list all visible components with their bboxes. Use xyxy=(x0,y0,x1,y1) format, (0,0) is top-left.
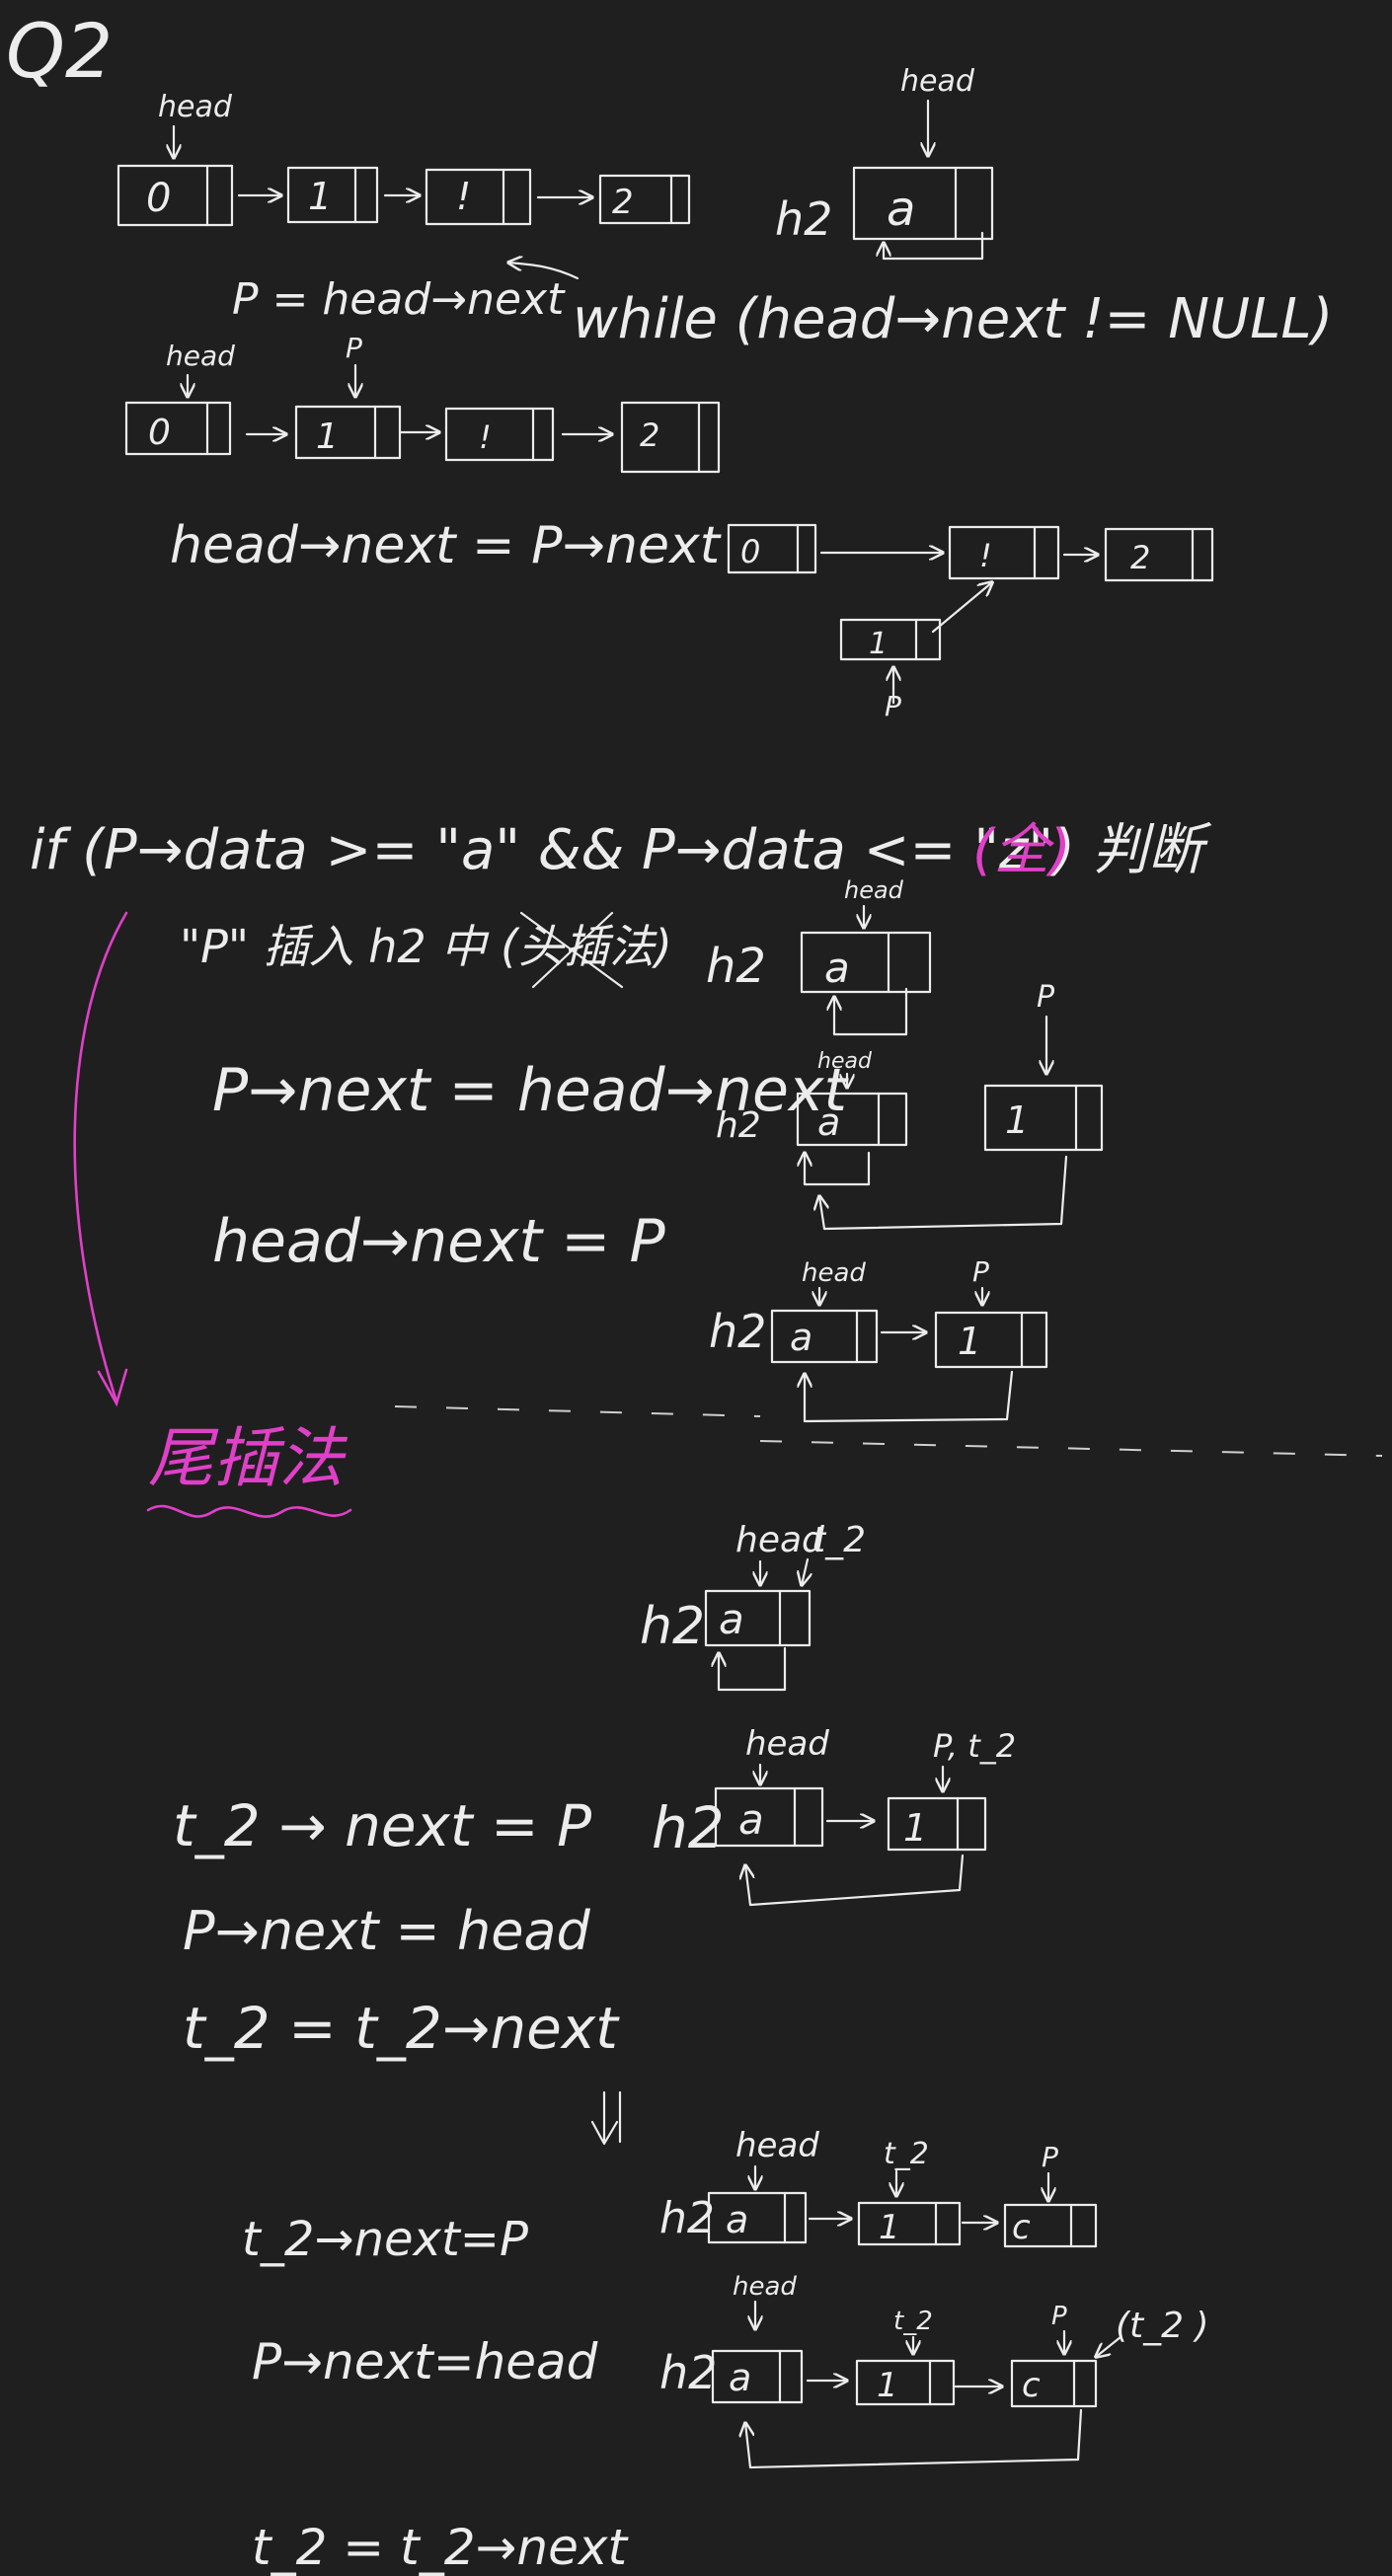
head-label: head xyxy=(166,340,235,372)
tail-h2-step-3: head t_2 P (t_2 ) h2 a 1 c xyxy=(659,2272,1209,2469)
code-t2-next-p-2: t_2→next=P xyxy=(242,2212,528,2267)
h2-label: h2 xyxy=(775,192,832,246)
list-row-1: head 0 1 ! 2 xyxy=(116,90,691,227)
node-2: 2 xyxy=(612,183,634,222)
code-head-next-p-next: head→next = P→next xyxy=(170,516,722,575)
head-label: head xyxy=(817,1049,873,1074)
code-insert: "P" 插入 h2 中 (头插法) xyxy=(180,920,672,973)
node-a: a xyxy=(817,1100,840,1144)
node-c: c xyxy=(1012,2208,1031,2247)
node-1: 1 xyxy=(903,1806,927,1850)
code-p-eq: P = head→next xyxy=(232,274,566,325)
h2-label: h2 xyxy=(659,2193,715,2243)
h2-label: h2 xyxy=(706,939,766,994)
head-label: head xyxy=(745,1724,829,1764)
p-label: P xyxy=(972,1255,989,1288)
t2-label: t_2 xyxy=(893,2307,933,2336)
node-1: 1 xyxy=(869,627,888,661)
node-1: 1 xyxy=(958,1320,981,1363)
code-t2-eq-t2-next-2: t_2 = t_2→next xyxy=(252,2519,629,2576)
tail-h2-step-2: head t_2 P h2 a 1 c xyxy=(659,2126,1098,2248)
head-label: head xyxy=(733,2272,797,2302)
h2-label: h2 xyxy=(659,2346,717,2399)
h2-label: h2 xyxy=(709,1305,766,1358)
p-label: P xyxy=(1037,980,1055,1015)
node-0: 0 xyxy=(148,413,171,453)
h2-label: h2 xyxy=(640,1597,705,1656)
t2-label: t_2 xyxy=(812,1520,866,1560)
tail-h2-step-1: head P, t_2 h2 a 1 xyxy=(652,1724,1016,1907)
code-p-next-head-next: P→next = head→next xyxy=(212,1056,849,1125)
code-if-note: (全) xyxy=(972,818,1071,882)
tail-h2-initial: head t_2 h2 a xyxy=(640,1520,866,1692)
t2-paren-label: (t_2 ) xyxy=(1116,2306,1209,2346)
code-t2-eq-t2-next: t_2 = t_2→next xyxy=(183,1995,620,2062)
node-a: a xyxy=(887,182,915,237)
code-t2-next-p: t_2 → next = P xyxy=(173,1792,591,1859)
node-1: 1 xyxy=(1005,1099,1029,1142)
head-label: head xyxy=(844,876,904,904)
h2-step-3: h2 head P a 1 xyxy=(709,1255,1048,1423)
node-2: 2 xyxy=(1130,539,1150,576)
p-label: P xyxy=(885,690,901,722)
node-2: 2 xyxy=(640,417,659,454)
list-row-2: head P 0 1 ! 2 xyxy=(124,332,721,474)
node-c: c xyxy=(1022,2366,1041,2405)
node-0: 0 xyxy=(740,533,760,570)
node-a: a xyxy=(790,1316,812,1359)
node-1: 1 xyxy=(308,175,332,218)
h2-step-1: head a xyxy=(800,876,932,1036)
p-label: P xyxy=(1042,2141,1058,2173)
node-a: a xyxy=(738,1795,764,1844)
h2-initial: head h2 a xyxy=(775,64,994,261)
code-head-next-p: head→next = P xyxy=(212,1207,665,1276)
remove-node-diagram: 0 ! 2 1 P xyxy=(727,523,1214,722)
p-t2-label: P, t_2 xyxy=(933,1727,1016,1765)
head-label: head xyxy=(900,64,975,99)
node-a: a xyxy=(729,2356,751,2399)
node-0: 0 xyxy=(146,176,171,221)
t2-label: t_2 xyxy=(884,2137,929,2171)
h2-label: h2 xyxy=(716,1105,761,1146)
node-1: 1 xyxy=(316,417,339,457)
node-bang: ! xyxy=(479,418,492,456)
node-1: 1 xyxy=(877,2366,898,2405)
code-p-next-head-2: P→next=head xyxy=(252,2333,598,2390)
code-if: if (P→data >= "a" && P→data <= "z") 判断 xyxy=(30,818,1212,882)
tail-insert-title: 尾插法 xyxy=(148,1420,348,1496)
p-label: P xyxy=(1051,2302,1067,2331)
question-title: Q2 xyxy=(6,7,113,95)
code-p-next-head: P→next = head xyxy=(183,1900,591,1962)
node-bang: ! xyxy=(456,175,471,218)
code-while: while (head→next != NULL) xyxy=(573,287,1333,351)
node-a: a xyxy=(824,944,850,992)
h2-label: h2 xyxy=(652,1794,725,1861)
h2-step-2: P h2 head a 1 xyxy=(716,980,1104,1231)
head-label: head xyxy=(735,1520,825,1560)
node-1: 1 xyxy=(879,2208,900,2247)
head-label: head xyxy=(802,1258,866,1288)
node-bang: ! xyxy=(979,537,992,574)
node-a: a xyxy=(726,2198,748,2241)
p-label: P xyxy=(346,332,362,364)
head-label: head xyxy=(158,90,233,124)
node-a: a xyxy=(719,1595,744,1643)
head-label: head xyxy=(735,2126,819,2165)
